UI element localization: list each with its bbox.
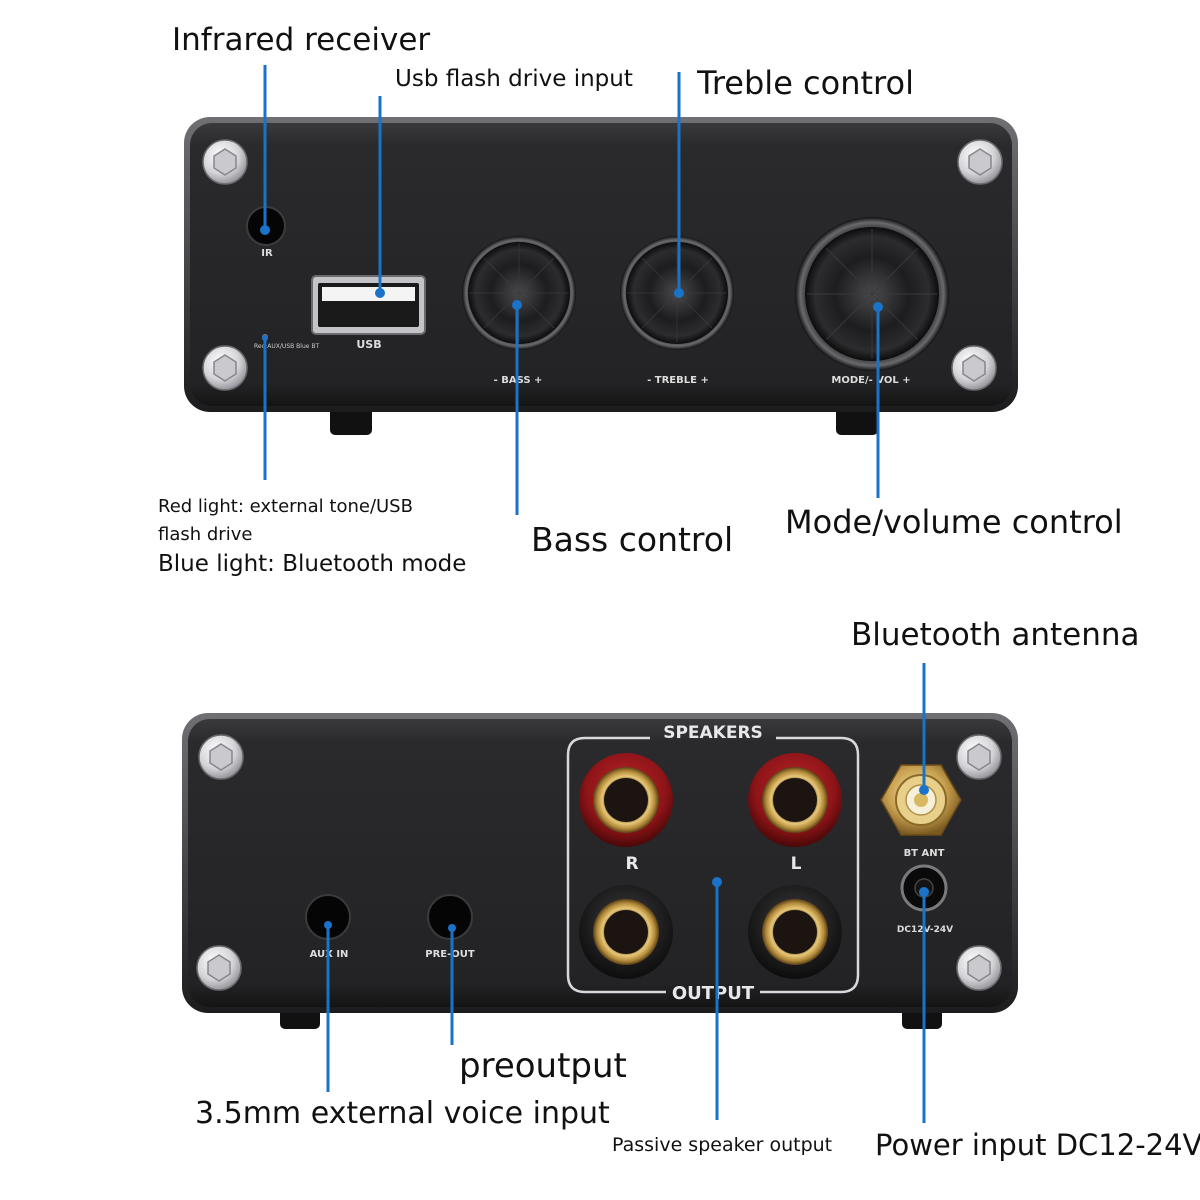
right-black-binding-post xyxy=(579,885,673,979)
callout-bluetooth-antenna: Bluetooth antenna xyxy=(851,617,1140,653)
pre-out-jack xyxy=(427,894,473,940)
left-channel-label: L xyxy=(791,854,802,874)
mode-vol-panel-label: MODE/- VOL + xyxy=(831,375,910,386)
callout-bass-control: Bass control xyxy=(531,520,734,559)
callout-red-light: Red light: external tone/USB flash drive xyxy=(158,496,413,545)
left-red-binding-post xyxy=(748,753,842,847)
callout-mode-volume-control: Mode/volume control xyxy=(785,503,1123,541)
front-panel: IR Red AUX/USB Blue BT USB - BASS + - TR… xyxy=(184,117,1018,435)
right-channel-label: R xyxy=(625,854,638,874)
callout-treble-control: Treble control xyxy=(697,64,914,96)
speaker-terminal-frame xyxy=(566,736,860,994)
rear-screw-tr-icon xyxy=(956,734,1002,780)
callout-blue-light: Blue light: Bluetooth mode xyxy=(158,551,467,577)
rear-screw-br-icon xyxy=(956,945,1002,991)
leader-lines xyxy=(260,65,929,1123)
rear-screw-bl-icon xyxy=(196,945,242,991)
rear-panel: AUX IN PRE-OUT SPEAKERS OUTPUT R L xyxy=(182,713,1018,1029)
right-red-binding-post xyxy=(579,753,673,847)
front-chassis xyxy=(190,123,1012,406)
front-screw-bl-icon xyxy=(202,345,248,391)
mode-volume-knob xyxy=(795,217,949,371)
front-screw-tl-icon xyxy=(202,139,248,185)
output-panel-label: OUTPUT xyxy=(672,983,755,1004)
bluetooth-antenna-connector xyxy=(880,764,962,836)
bt-ant-panel-label: BT ANT xyxy=(904,848,945,859)
front-screw-tr-icon xyxy=(957,139,1003,185)
callout-preoutput: preoutput xyxy=(459,1046,627,1086)
left-black-binding-post xyxy=(748,885,842,979)
rear-screw-tl-icon xyxy=(198,734,244,780)
callout-usb-input: Usb flash drive input xyxy=(395,66,633,92)
led-panel-label: Red AUX/USB Blue BT xyxy=(254,343,319,350)
pre-out-panel-label: PRE-OUT xyxy=(425,949,475,960)
callout-passive-output: Passive speaker output xyxy=(612,1134,833,1156)
usb-port-tongue xyxy=(322,287,415,301)
callout-power-input: Power input DC12-24V xyxy=(875,1128,1200,1162)
front-screw-br-icon xyxy=(951,345,997,391)
usb-panel-label: USB xyxy=(356,338,381,351)
bass-knob xyxy=(462,236,576,350)
speakers-panel-label: SPEAKERS xyxy=(663,723,763,743)
callout-aux-input: 3.5mm external voice input xyxy=(195,1096,610,1131)
treble-panel-label: - TREBLE + xyxy=(647,375,709,386)
callout-infrared-receiver: Infrared receiver xyxy=(172,22,431,58)
ir-panel-label: IR xyxy=(261,248,273,259)
